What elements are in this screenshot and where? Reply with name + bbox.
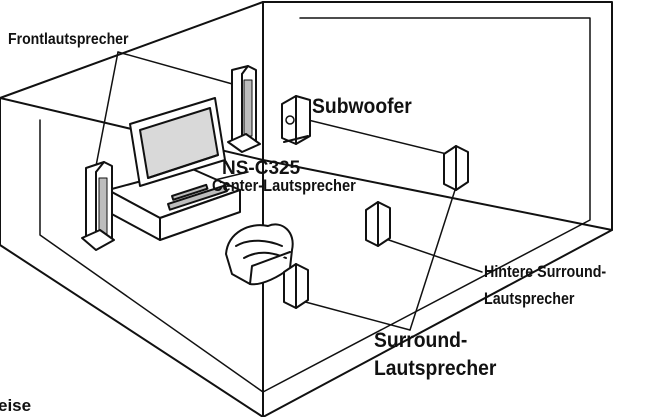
- subwoofer: [282, 96, 310, 144]
- surround-speaker-front-right: [444, 146, 468, 190]
- surround-speaker-front-left: [284, 264, 308, 308]
- sofa: [226, 224, 293, 284]
- subwoofer-label: Subwoofer: [312, 96, 412, 118]
- front-speaker-left: [82, 162, 114, 250]
- surround-label-line1: Surround-: [374, 330, 467, 352]
- front-speaker-right: [228, 66, 260, 152]
- center-speaker-label: Center-Lautsprecher: [212, 177, 356, 195]
- rear-surround-label-line1: Hintere Surround-: [484, 263, 606, 281]
- television: [130, 98, 225, 186]
- surround-label-line2: Lautsprecher: [374, 358, 496, 380]
- rear-surround-label-line2: Lautsprecher: [484, 290, 574, 308]
- surround-speaker-rear-center: [366, 202, 390, 246]
- cut-off-caption: eise: [0, 397, 31, 415]
- front-speaker-label: Frontlautsprecher: [8, 32, 128, 49]
